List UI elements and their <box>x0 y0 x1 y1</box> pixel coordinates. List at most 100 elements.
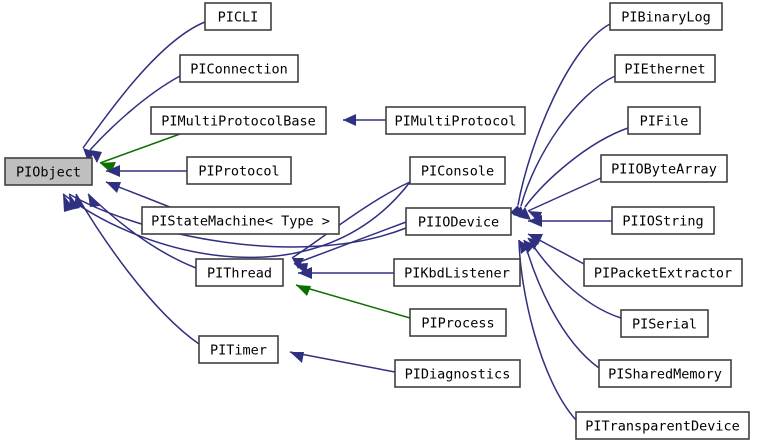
class-node-piprotocol[interactable]: PIProtocolPIProtocol <box>186 156 292 185</box>
edge-pidiagnostics-to-pitimer <box>289 351 396 373</box>
class-node-label: PISharedMemory <box>608 367 722 383</box>
class-node-pipacketextractor[interactable]: PIPacketExtractorPIPacketExtractor <box>583 258 743 287</box>
class-node-pithread[interactable]: PIThreadPIThread <box>195 258 284 287</box>
edge-pisharedmemory-to-piiodevice <box>523 239 600 369</box>
class-node-label: PITimer <box>210 343 267 359</box>
edge-piiobytearray-to-piiodevice <box>527 177 602 212</box>
edge-piiostring-to-piiodevice-arrowhead-icon <box>528 215 542 227</box>
class-node-pifile[interactable]: PIFilePIFile <box>627 106 701 135</box>
edge-piconsole-to-pithread <box>291 181 411 259</box>
class-node-label: PICLI <box>218 10 259 26</box>
edge-pikbdlistener-to-pithread-arrowhead-icon <box>298 267 312 279</box>
class-node-box[interactable] <box>204 2 272 31</box>
class-node-pikbdlistener[interactable]: PIKbdListenerPIKbdListener <box>393 258 521 287</box>
edge-pistatemachine-to-piobject-arrowhead-icon <box>106 182 121 193</box>
edge-piconsole-to-piobject-arrowhead-icon <box>63 194 74 212</box>
class-node-label: PISerial <box>632 317 697 333</box>
edge-piprocess-to-pithread <box>295 284 411 319</box>
class-node-box[interactable] <box>575 411 750 440</box>
edge-pifile-to-piiodevice-arrowhead-icon <box>518 207 531 220</box>
class-node-label: PIFile <box>640 114 689 130</box>
class-node-piiostring[interactable]: PIIOStringPIIOString <box>611 206 715 235</box>
class-node-box[interactable] <box>600 154 728 183</box>
edge-piconnection-to-piobject-arrowhead-icon <box>90 150 102 163</box>
class-node-pistatemachine[interactable]: PIStateMachine< Type >PIStateMachine< Ty… <box>141 206 340 235</box>
class-node-pitransparentdevice[interactable]: PITransparentDevicePITransparentDevice <box>575 411 750 440</box>
class-node-pidiagnostics[interactable]: PIDiagnosticsPIDiagnostics <box>394 359 521 388</box>
class-node-label: PIProtocol <box>198 164 279 180</box>
class-node-box[interactable] <box>179 54 299 83</box>
edge-pithread-to-piobject-arrowhead-icon <box>88 194 100 207</box>
class-node-box[interactable] <box>598 359 732 388</box>
class-node-label: PIStateMachine< Type > <box>151 214 330 230</box>
edge-pitransparent-to-piiodevice <box>518 239 577 421</box>
class-node-box[interactable] <box>186 156 292 185</box>
class-node-label: PIPacketExtractor <box>594 266 732 282</box>
class-node-box[interactable] <box>611 206 715 235</box>
class-node-box[interactable] <box>141 206 340 235</box>
class-node-piiobytearray[interactable]: PIIOByteArrayPIIOByteArray <box>600 154 728 183</box>
class-node-box[interactable] <box>609 2 723 31</box>
edge-pidiagnostics-to-pitimer-arrowhead-icon <box>290 352 304 363</box>
class-node-label: PIIOByteArray <box>611 162 717 178</box>
edge-piiodevice-to-piobject <box>68 193 407 248</box>
class-node-box[interactable] <box>195 258 284 287</box>
class-node-box[interactable] <box>627 106 701 135</box>
edge-pibinarylog-to-piiodevice <box>517 23 611 206</box>
class-node-box[interactable] <box>620 309 709 338</box>
class-node-piconsole[interactable]: PIConsolePIConsole <box>409 156 506 185</box>
edge-piprocess-to-pithread-arrowhead-icon <box>296 285 311 296</box>
class-node-piconnection[interactable]: PIConnectionPIConnection <box>179 54 299 83</box>
class-node-label: PIMultiProtocolBase <box>161 114 315 130</box>
edge-pitransparent-to-piiodevice-arrowhead-icon <box>519 240 530 254</box>
class-node-pimultiprotocol[interactable]: PIMultiProtocolPIMultiProtocol <box>385 106 526 135</box>
class-node-label: PIDiagnostics <box>405 367 511 383</box>
class-node-box[interactable] <box>405 207 512 236</box>
class-node-box[interactable] <box>394 359 521 388</box>
class-node-piprocess[interactable]: PIProcessPIProcess <box>409 308 507 337</box>
class-node-picli[interactable]: PICLIPICLI <box>204 2 272 31</box>
edge-pimultiprotocolbase-to-piobject <box>99 133 181 164</box>
class-node-label: PITransparentDevice <box>585 419 739 435</box>
edge-picli-to-piobject <box>82 21 206 149</box>
edge-pithread-to-piobject <box>87 193 197 269</box>
edge-piprotocol-to-piobject-arrowhead-icon <box>106 165 120 177</box>
edge-pifile-to-piiodevice <box>524 127 629 208</box>
class-node-label: PIMultiProtocol <box>395 114 517 130</box>
class-node-label: PIThread <box>207 266 272 282</box>
edge-piconnection-to-piobject <box>89 75 181 151</box>
class-node-piobject[interactable]: PIObjectPIObject <box>4 157 93 186</box>
class-node-label: PIIODevice <box>418 215 499 231</box>
class-node-pitimer[interactable]: PITimerPITimer <box>198 335 279 364</box>
edge-pimultiprotocol-to-base-arrowhead-icon <box>343 114 356 126</box>
class-node-box[interactable] <box>614 54 716 83</box>
edge-piconsole-to-piobject <box>62 181 411 259</box>
class-node-box[interactable] <box>150 106 327 135</box>
class-node-box[interactable] <box>4 157 93 186</box>
class-node-piethernet[interactable]: PIEthernetPIEthernet <box>614 54 716 83</box>
class-node-box[interactable] <box>409 308 507 337</box>
class-node-pimultiprotocolbase[interactable]: PIMultiProtocolBasePIMultiProtocolBase <box>150 106 327 135</box>
edge-piserial-to-piiodevice-arrowhead-icon <box>528 238 540 250</box>
class-node-piiodevice[interactable]: PIIODevicePIIODevice <box>405 207 512 236</box>
class-node-pisharedmemory[interactable]: PISharedMemoryPISharedMemory <box>598 359 732 388</box>
class-node-box[interactable] <box>385 106 526 135</box>
class-node-label: PIObject <box>16 165 81 181</box>
class-node-label: PIKbdListener <box>404 266 510 282</box>
nodes-layer: PIObjectPIObjectPICLIPICLIPIConnectionPI… <box>4 2 750 440</box>
edge-piiodevice-to-pithread <box>293 221 407 265</box>
class-node-box[interactable] <box>583 258 743 287</box>
class-node-label: PIConsole <box>421 164 494 180</box>
class-node-box[interactable] <box>198 335 279 364</box>
class-node-pibinarylog[interactable]: PIBinaryLogPIBinaryLog <box>609 2 723 31</box>
class-node-label: PIProcess <box>421 316 494 332</box>
class-node-label: PIEthernet <box>624 62 705 78</box>
class-node-label: PIConnection <box>190 62 288 78</box>
class-node-label: PIBinaryLog <box>621 10 710 26</box>
class-node-label: PIIOString <box>622 214 703 230</box>
class-node-box[interactable] <box>393 258 521 287</box>
class-node-piserial[interactable]: PISerialPISerial <box>620 309 709 338</box>
class-node-box[interactable] <box>409 156 506 185</box>
